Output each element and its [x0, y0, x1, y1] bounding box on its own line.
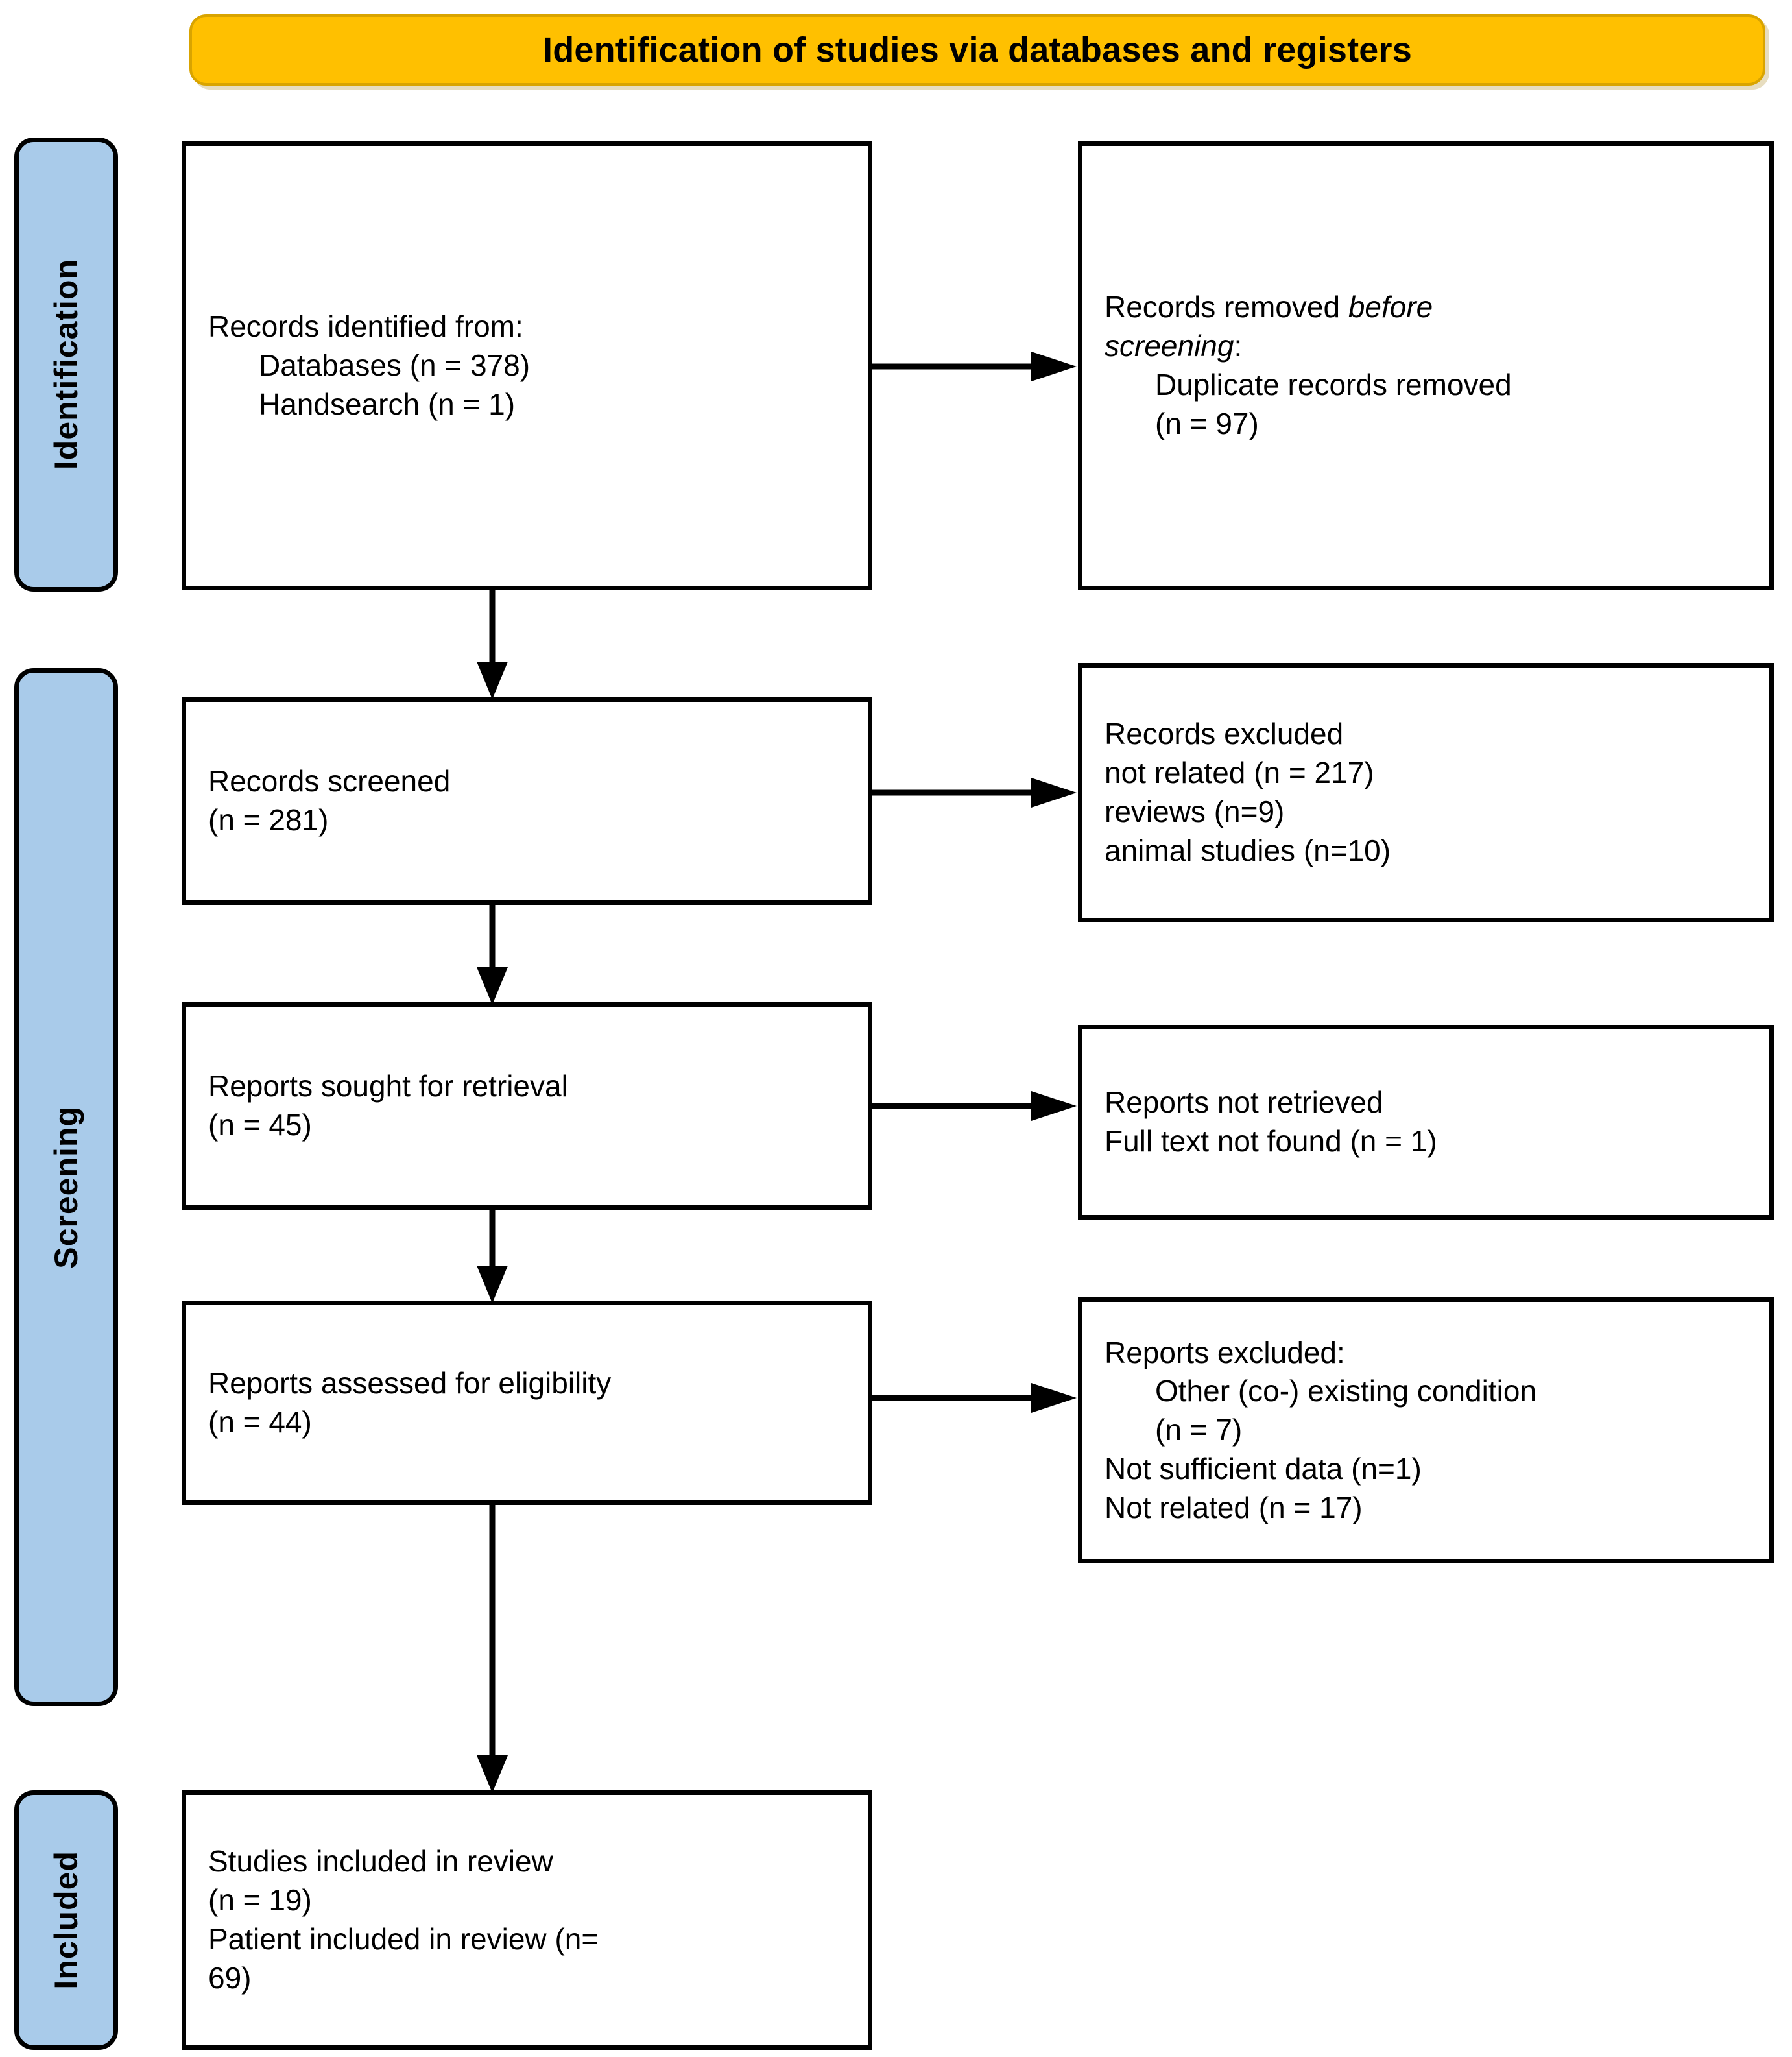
- arrow-sought-to-assessed: [475, 1209, 509, 1305]
- reports-excluded-line-5: Not related (n = 17): [1105, 1490, 1363, 1524]
- records-identified-line-2: Databases (n = 378): [259, 348, 531, 383]
- box-records-removed-before-screening: Records removed before screening: Duplic…: [1078, 141, 1774, 590]
- stage-label-included-text: Included: [48, 1851, 84, 1990]
- box-reports-assessed-body: Reports assessed for eligibility (n = 44…: [186, 1364, 868, 1442]
- stage-label-identification: Identification: [14, 138, 118, 592]
- box-records-removed-body: Records removed before screening: Duplic…: [1082, 288, 1769, 443]
- reports-sought-line-2: (n = 45): [208, 1108, 312, 1142]
- records-removed-italic-before: before: [1348, 290, 1433, 324]
- studies-included-line-1: Studies included in review: [208, 1844, 553, 1879]
- reports-not-retrieved-line-1: Reports not retrieved: [1105, 1085, 1383, 1120]
- stage-label-identification-text: Identification: [48, 259, 84, 470]
- records-removed-line-1: Records removed before: [1105, 288, 1747, 327]
- arrow-sought-to-not-retrieved: [872, 1090, 1080, 1122]
- arrow-identified-to-removed: [872, 350, 1080, 383]
- banner-title: Identification of studies via databases …: [543, 30, 1412, 69]
- box-records-excluded-body: Records excluded not related (n = 217) r…: [1082, 715, 1769, 870]
- box-reports-excluded: Reports excluded: Other (co-) existing c…: [1078, 1297, 1774, 1563]
- records-removed-prefix: Records removed: [1105, 290, 1348, 324]
- records-excluded-line-2: not related (n = 217): [1105, 756, 1374, 790]
- records-screened-line-1: Records screened: [208, 764, 451, 799]
- reports-excluded-line-4: Not sufficient data (n=1): [1105, 1451, 1422, 1486]
- records-excluded-line-3: reviews (n=9): [1105, 795, 1285, 828]
- stage-label-screening: Screening: [14, 668, 118, 1706]
- studies-included-line-3: Patient included in review (n=: [208, 1922, 599, 1956]
- reports-not-retrieved-line-2: Full text not found (n = 1): [1105, 1124, 1437, 1158]
- reports-excluded-line-1: Reports excluded:: [1105, 1335, 1345, 1369]
- box-reports-sought-for-retrieval: Reports sought for retrieval (n = 45): [182, 1002, 872, 1210]
- box-studies-included-in-review: Studies included in review (n = 19) Pati…: [182, 1790, 872, 2050]
- records-excluded-line-1: Records excluded: [1105, 717, 1344, 751]
- arrow-screened-to-sought: [475, 904, 509, 1006]
- records-removed-italic-screening: screening: [1105, 329, 1234, 363]
- box-records-identified-body: Records identified from: Databases (n = …: [186, 307, 868, 424]
- reports-excluded-line-3: (n = 7): [1155, 1413, 1243, 1447]
- records-identified-line-1: Records identified from:: [208, 309, 523, 344]
- reports-sought-line-1: Reports sought for retrieval: [208, 1069, 568, 1103]
- records-screened-line-2: (n = 281): [208, 803, 329, 837]
- arrow-identified-to-screened: [475, 589, 509, 701]
- box-reports-sought-body: Reports sought for retrieval (n = 45): [186, 1067, 868, 1145]
- diagram-banner: Identification of studies via databases …: [189, 14, 1765, 86]
- stage-label-included: Included: [14, 1790, 118, 2050]
- records-removed-line-4: (n = 97): [1155, 406, 1259, 440]
- records-removed-colon: :: [1234, 329, 1243, 363]
- arrow-screened-to-records-excluded: [872, 776, 1080, 809]
- studies-included-line-2: (n = 19): [208, 1883, 312, 1918]
- box-studies-included-body: Studies included in review (n = 19) Pati…: [186, 1842, 868, 1997]
- reports-excluded-line-2: Other (co-) existing condition: [1155, 1374, 1537, 1408]
- studies-included-line-4: 69): [208, 1960, 252, 1995]
- box-records-identified: Records identified from: Databases (n = …: [182, 141, 872, 590]
- records-removed-line-2: screening:: [1105, 327, 1747, 366]
- box-reports-assessed-for-eligibility: Reports assessed for eligibility (n = 44…: [182, 1301, 872, 1505]
- records-removed-line-3: Duplicate records removed: [1155, 368, 1512, 402]
- box-records-screened-body: Records screened (n = 281): [186, 762, 868, 840]
- stage-label-screening-text: Screening: [48, 1105, 84, 1269]
- arrow-assessed-to-included: [475, 1504, 509, 1794]
- records-excluded-line-4: animal studies (n=10): [1105, 833, 1391, 867]
- box-records-screened: Records screened (n = 281): [182, 697, 872, 905]
- box-records-excluded: Records excluded not related (n = 217) r…: [1078, 663, 1774, 922]
- box-reports-not-retrieved: Reports not retrieved Full text not foun…: [1078, 1025, 1774, 1220]
- records-identified-line-3: Handsearch (n = 1): [259, 387, 516, 421]
- box-reports-excluded-body: Reports excluded: Other (co-) existing c…: [1082, 1334, 1769, 1528]
- reports-assessed-line-2: (n = 44): [208, 1404, 312, 1439]
- box-reports-not-retrieved-body: Reports not retrieved Full text not foun…: [1082, 1083, 1769, 1161]
- arrow-assessed-to-reports-excluded: [872, 1382, 1080, 1414]
- reports-assessed-line-1: Reports assessed for eligibility: [208, 1365, 612, 1400]
